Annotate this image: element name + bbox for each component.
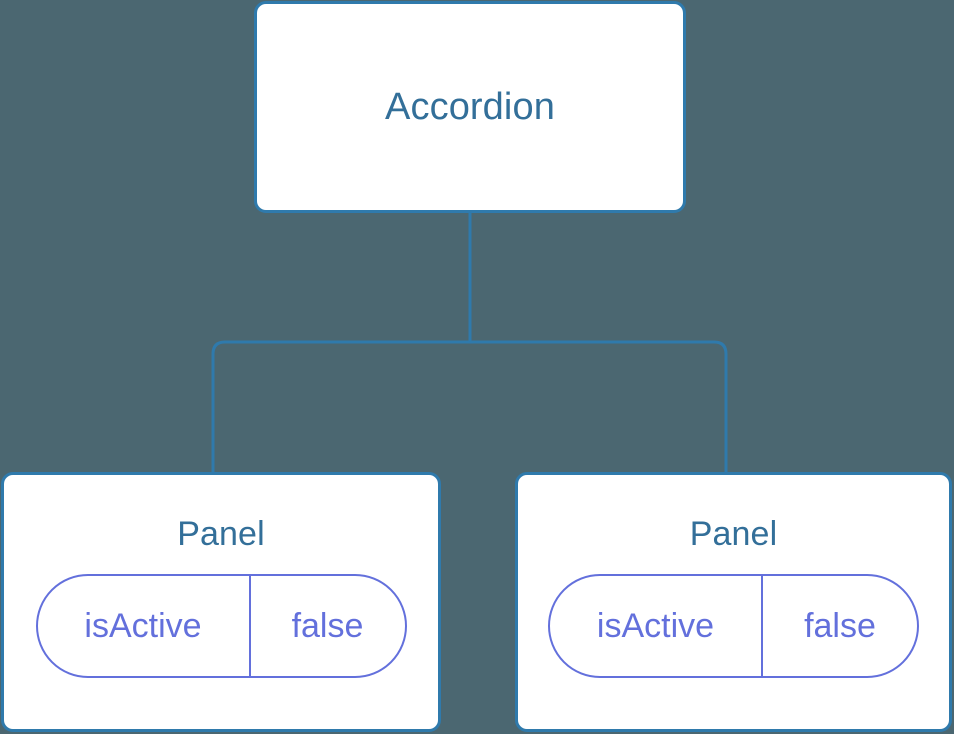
state-pill[interactable]: isActive false [35, 574, 407, 678]
node-title: Accordion [385, 86, 555, 128]
state-value: false [804, 607, 876, 645]
node-title: Panel [177, 515, 265, 553]
node-panel-1[interactable]: Panel isActive false [1, 472, 441, 732]
state-key: isActive [550, 576, 763, 676]
state-value: false [291, 607, 364, 645]
connector-bus [211, 340, 728, 473]
node-panel-2[interactable]: Panel isActive false [515, 472, 952, 732]
state-pill[interactable]: isActive false [548, 574, 919, 678]
node-accordion[interactable]: Accordion [254, 1, 686, 213]
state-key: isActive [38, 576, 251, 676]
node-title: Panel [689, 515, 778, 553]
